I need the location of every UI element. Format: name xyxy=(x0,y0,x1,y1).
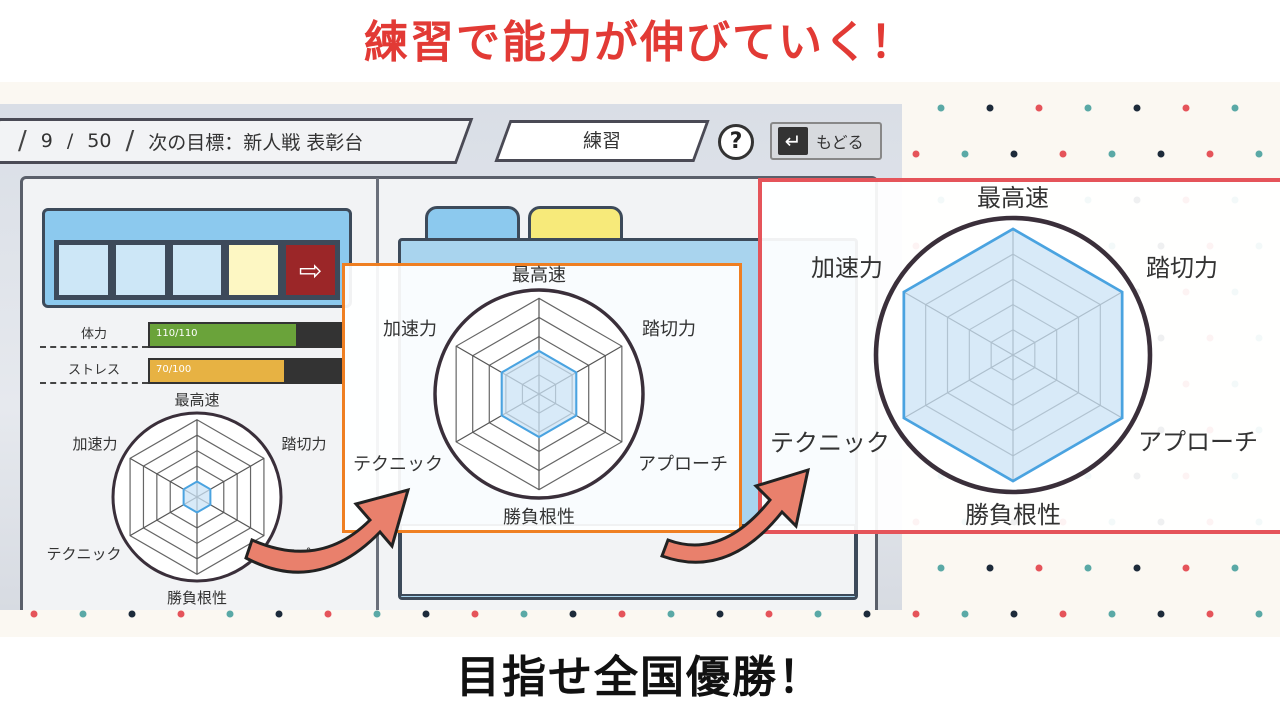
polka-dot xyxy=(1084,104,1092,112)
polka-dot xyxy=(1206,610,1214,618)
stamina-bar: 110/110 xyxy=(148,322,344,348)
turn-goal-content: / 9 / 50 / 次の目標：新人戦 表彰台 xyxy=(18,118,458,164)
polka-dot xyxy=(961,610,969,618)
screen-title: 練習 xyxy=(582,130,621,152)
polka-dot xyxy=(324,610,332,618)
polka-dot xyxy=(1182,564,1190,572)
polka-dot xyxy=(1255,150,1263,158)
turn-total: 50 xyxy=(87,130,112,152)
divider-slash-icon: / xyxy=(18,126,27,156)
polka-dot xyxy=(1084,564,1092,572)
polka-dot xyxy=(618,610,626,618)
polka-dot xyxy=(569,610,577,618)
training-detail-box xyxy=(400,524,856,596)
schedule-slot[interactable] xyxy=(114,244,166,296)
polka-dot xyxy=(79,610,87,618)
polka-dot xyxy=(912,610,920,618)
polka-dot xyxy=(912,150,920,158)
stat-row-stress: ストレス 70/100 xyxy=(40,358,360,384)
polka-dot xyxy=(177,610,185,618)
stress-bar: 70/100 xyxy=(148,358,344,384)
schedule-slot-current[interactable] xyxy=(228,244,280,296)
divider-slash-icon: / xyxy=(125,126,135,156)
polka-dot xyxy=(765,610,773,618)
polka-dot xyxy=(1010,150,1018,158)
stat-label: 体力 xyxy=(40,322,148,348)
polka-dot xyxy=(1108,150,1116,158)
stamina-bar-fill xyxy=(150,324,296,346)
polka-dot xyxy=(1157,150,1165,158)
schedule-slot[interactable] xyxy=(171,244,223,296)
stress-value: 70/100 xyxy=(156,364,192,375)
polka-dot xyxy=(128,610,136,618)
caption-top: 練習で能力が伸びていく！ xyxy=(364,17,916,68)
polka-dot xyxy=(1035,104,1043,112)
turn-current: 9 xyxy=(40,130,53,152)
caption-bottom: 目指せ全国優勝！ xyxy=(456,652,824,703)
back-arrow-icon: ↵ xyxy=(778,127,808,155)
polka-dot xyxy=(373,610,381,618)
polka-dot xyxy=(716,610,724,618)
polka-dot xyxy=(1108,610,1116,618)
stamina-value: 110/110 xyxy=(156,328,198,339)
polka-dot xyxy=(667,610,675,618)
polka-dot xyxy=(814,610,822,618)
polka-dot xyxy=(226,610,234,618)
polka-dot xyxy=(1010,610,1018,618)
zoom-panel-mid xyxy=(342,263,742,533)
polka-dot xyxy=(937,104,945,112)
zoom-panel-big xyxy=(758,178,1280,534)
polka-dot xyxy=(1182,104,1190,112)
polka-dot xyxy=(471,610,479,618)
stat-row-stamina: 体力 110/110 xyxy=(40,322,360,348)
polka-dot xyxy=(961,150,969,158)
turn-separator: / xyxy=(66,130,74,152)
help-button[interactable]: ? xyxy=(718,124,754,160)
polka-dot xyxy=(986,104,994,112)
stress-bar-fill xyxy=(150,360,285,382)
polka-dot xyxy=(275,610,283,618)
polka-dot xyxy=(1206,150,1214,158)
polka-dot xyxy=(30,610,38,618)
next-goal: 次の目標：新人戦 表彰台 xyxy=(148,131,364,154)
polka-dot xyxy=(986,564,994,572)
back-button[interactable]: ↵ もどる xyxy=(770,122,882,160)
polka-dot xyxy=(1133,104,1141,112)
polka-dot xyxy=(863,610,871,618)
polka-dot xyxy=(1157,610,1165,618)
polka-dot xyxy=(1133,564,1141,572)
polka-dot xyxy=(520,610,528,618)
schedule-slot[interactable] xyxy=(58,244,109,296)
schedule-next-button[interactable]: ⇨ xyxy=(285,244,336,296)
schedule-slots: ⇨ xyxy=(54,240,340,300)
polka-dot xyxy=(1059,610,1067,618)
stat-label: ストレス xyxy=(40,358,148,384)
polka-dot xyxy=(1231,564,1239,572)
polka-dot xyxy=(937,564,945,572)
polka-dot xyxy=(1231,104,1239,112)
arrow-right-icon: ⇨ xyxy=(298,253,323,287)
back-button-label: もどる xyxy=(816,133,864,152)
polka-dot xyxy=(1255,610,1263,618)
polka-dot xyxy=(422,610,430,618)
polka-dot xyxy=(1035,564,1043,572)
polka-dot xyxy=(1059,150,1067,158)
